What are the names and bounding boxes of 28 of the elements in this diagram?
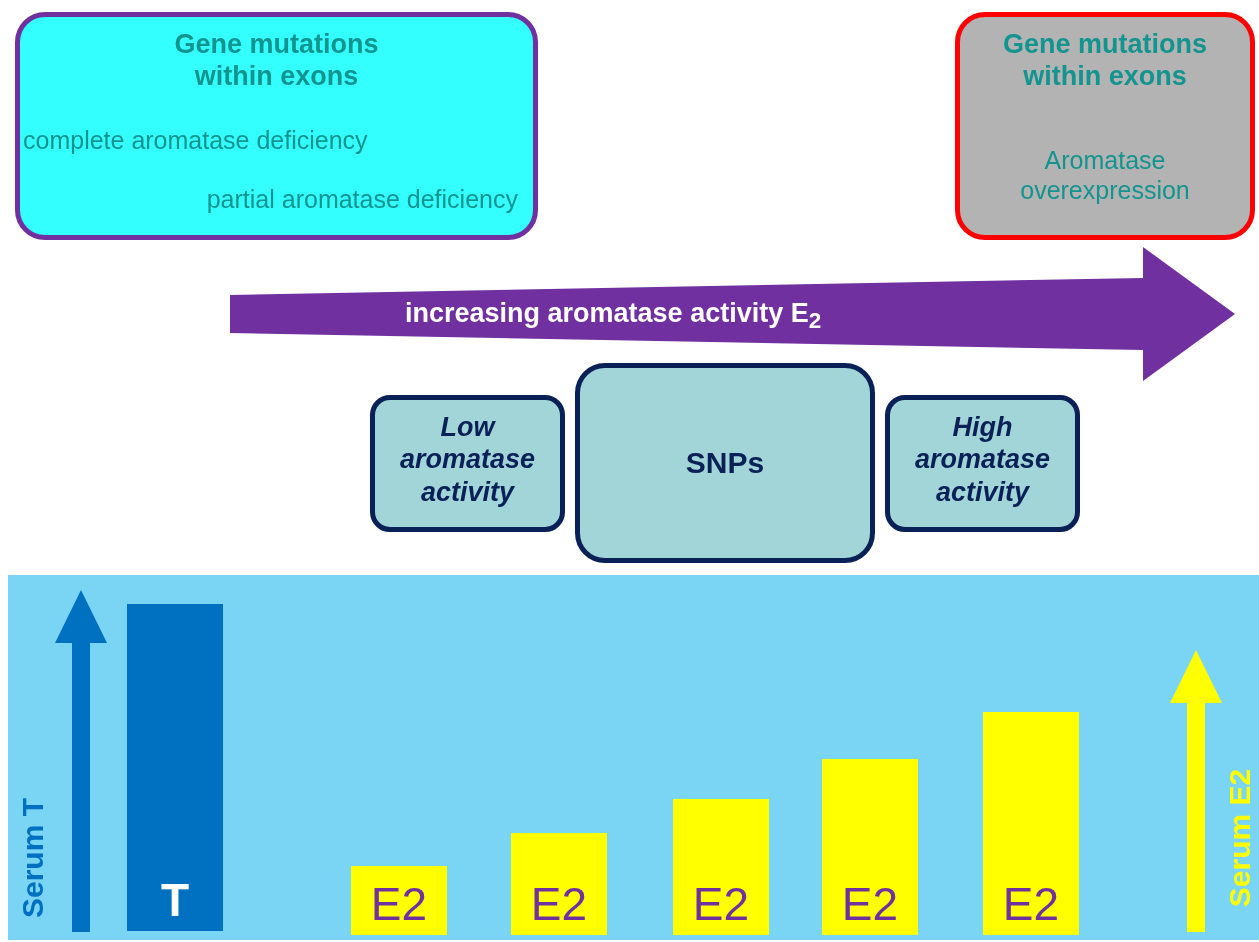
rounded-box [370,395,565,532]
box-text: Aromatase overexpression [1019,145,1191,205]
axis-label: Serum T [15,797,50,920]
box-heading: Gene mutations within exons [1002,28,1208,93]
bar-label: T [159,873,191,929]
bar-label: E2 [529,877,589,933]
axis-label: Serum E2 [1222,767,1257,910]
arrow-label: increasing aromatase activity E$_{2}$ [405,297,823,335]
box-text: partial aromatase deficiency [205,184,518,214]
box-text: complete aromatase deficiency [23,125,369,155]
bar-label: E2 [1001,877,1061,933]
bar [983,712,1079,935]
box-text: High aromatase activity [913,411,1052,509]
bar [351,866,447,935]
rounded-box [885,395,1080,532]
bar-label: E2 [369,877,429,933]
bar-label: E2 [691,877,751,933]
box-text: Low aromatase activity [398,411,537,509]
rounded-box [15,12,538,240]
bar-label: E2 [840,877,900,933]
box-text: SNPs [684,445,766,481]
box-heading: Gene mutations within exons [173,28,380,93]
bar [511,833,607,935]
bar [673,799,769,935]
bar [822,759,918,935]
bar [127,604,223,931]
rounded-box [955,12,1255,240]
rounded-box [575,363,875,563]
